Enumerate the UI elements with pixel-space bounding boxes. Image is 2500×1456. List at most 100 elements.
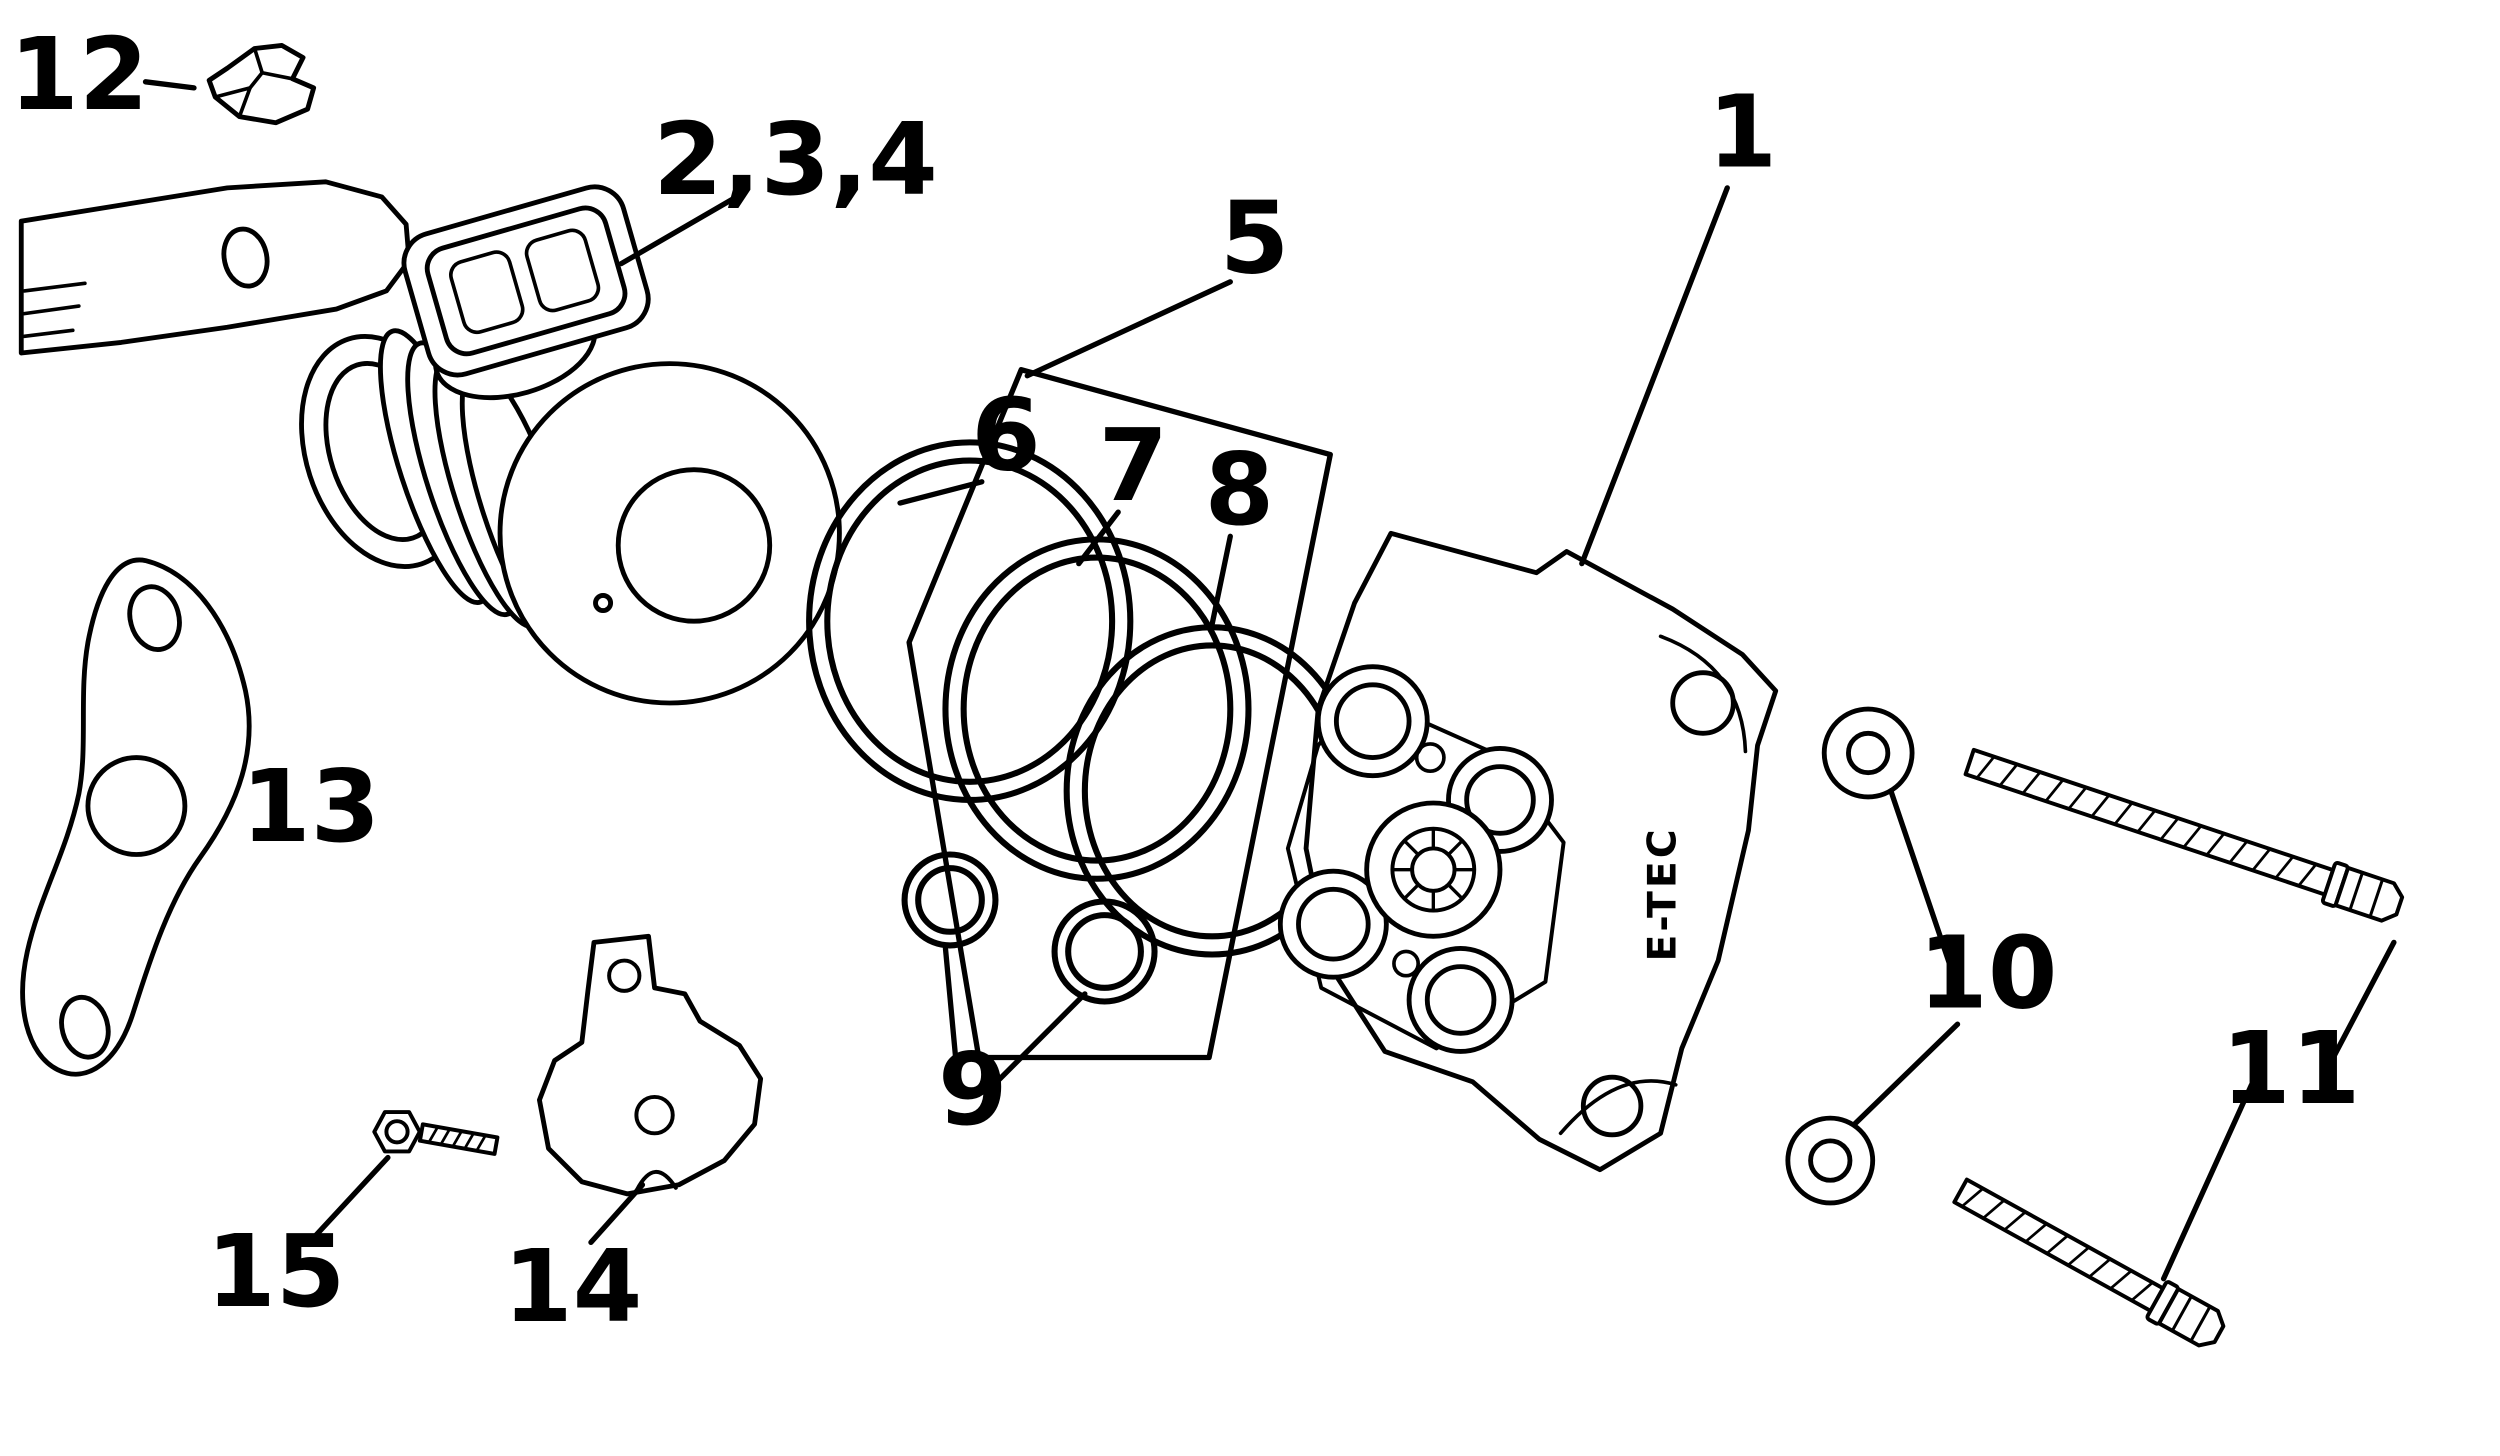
leader-line-6 (897, 479, 985, 506)
body-boss (1414, 742, 1446, 773)
body-port-bore (1333, 682, 1412, 760)
leader-line-5 (1024, 279, 1233, 379)
gasket-outline (20, 557, 252, 1077)
leader-lines (142, 79, 2397, 1282)
leader-line-9a (942, 945, 961, 1082)
oring-outer (942, 536, 1252, 882)
washer-hole (1808, 1138, 1853, 1183)
clip-detail-line (248, 70, 264, 90)
solenoid-front-drum (497, 361, 842, 706)
callout-15-label: 15 (206, 1213, 345, 1330)
part-14-bracket (536, 933, 764, 1197)
callout-13-label: 13 (241, 748, 380, 865)
callout-14-label: 14 (503, 1228, 642, 1345)
part-12-retainer-clip (206, 43, 317, 126)
gasket-hole (59, 994, 111, 1060)
oring-inner (824, 457, 1116, 785)
bracket-slot-line (22, 328, 75, 339)
body-boss (1392, 949, 1420, 978)
washer-hole (1846, 730, 1891, 776)
screw-hex-head (372, 1110, 422, 1154)
callout-6-label: 6 (971, 377, 1041, 494)
part-10-washers (1785, 706, 1915, 1206)
connector-pin-slot (524, 228, 601, 313)
plate-outline-path (906, 367, 1333, 1061)
connector-shell (401, 184, 651, 378)
part-11-bolt-upper (1963, 747, 2405, 923)
bolt-hex-facets (2170, 1294, 2211, 1342)
bolt-threads (1975, 755, 2317, 887)
callout-9-label: 9 (938, 1031, 1008, 1148)
body-logo-marking: E-TEC (1640, 826, 1686, 961)
connector-pin-slot (449, 250, 525, 335)
body-ear-line (1558, 1079, 1678, 1136)
bracket-slot-line (22, 304, 81, 316)
bolt-hex-facets (2348, 871, 2384, 917)
part-7-oring (942, 536, 1252, 882)
leader-line-7 (1076, 509, 1121, 567)
bracket-outline (536, 933, 764, 1197)
callout-5-label: 5 (1220, 180, 1290, 297)
body-port (1406, 946, 1515, 1054)
callout-12-label: 12 (9, 16, 148, 133)
oring-inner (960, 554, 1234, 864)
part-234-connector (401, 184, 651, 401)
bracket-arm-outline (18, 179, 412, 356)
leader-line-14 (588, 1182, 646, 1246)
small-oring-inner (1065, 912, 1144, 991)
part-5-plate-outline (906, 367, 1333, 1061)
body-port (1277, 868, 1389, 980)
bracket-slot-line (22, 281, 87, 293)
body-port-bore (1424, 964, 1497, 1036)
part-234-solenoid-body (299, 328, 842, 706)
bolt-shank (1952, 1177, 2168, 1315)
leader-line-11a (2330, 939, 2397, 1061)
washer-outer (1785, 1115, 1876, 1206)
solenoid-face-dot (593, 593, 614, 614)
part-234-mounting-bracket-arm (18, 179, 412, 356)
small-oring-inner (915, 865, 985, 935)
clip-body (206, 43, 317, 126)
callout-labels: 12 2,3,4 5 6 7 8 1 13 9 10 11 15 14 (9, 16, 2360, 1345)
callout-10-label: 10 (1918, 915, 2057, 1032)
bolt-threads (1961, 1187, 2154, 1302)
bracket-arm-hole (221, 226, 270, 289)
gasket-hole (127, 584, 182, 652)
leader-line-10a (1888, 788, 1955, 973)
screw-head-center (384, 1119, 410, 1145)
leader-line-12 (142, 79, 197, 91)
callout-7-label: 7 (1099, 407, 1169, 524)
leader-line-234 (618, 194, 740, 267)
leader-line-1 (1579, 185, 1730, 567)
part-13-gasket (20, 557, 252, 1077)
gasket-center-hole (85, 755, 188, 857)
callout-234-label: 2,3,4 (653, 101, 938, 218)
leader-line-10b (1851, 1021, 1961, 1127)
small-oring-outer (1051, 898, 1158, 1005)
body-mount-hole (1670, 670, 1736, 736)
body-center-hub (1364, 800, 1503, 939)
bracket-hole (634, 1094, 675, 1136)
leader-line-9b (994, 991, 1088, 1085)
part-11-bolt-lower (1952, 1177, 2226, 1348)
callout-11-label: 11 (2221, 1010, 2360, 1127)
part-9-small-orings (901, 851, 1158, 1005)
leader-line-11b (2160, 1082, 2255, 1282)
part-1-injector-body (1277, 530, 1779, 1173)
callout-1-label: 1 (1708, 74, 1778, 191)
part-15-screw (372, 1110, 500, 1156)
connector-opening (424, 205, 628, 357)
screw-threads (427, 1125, 487, 1153)
body-spline-teeth (1390, 827, 1476, 913)
body-mount-hole (1580, 1074, 1644, 1138)
body-port-bore (1296, 886, 1371, 962)
leader-line-15 (309, 1154, 391, 1242)
small-oring-outer (901, 851, 999, 949)
leader-line-8 (1209, 533, 1233, 627)
washer-outer (1821, 706, 1915, 800)
bracket-hole (607, 958, 642, 993)
callout-8-label: 8 (1205, 431, 1275, 548)
body-port-bore (1464, 764, 1536, 836)
